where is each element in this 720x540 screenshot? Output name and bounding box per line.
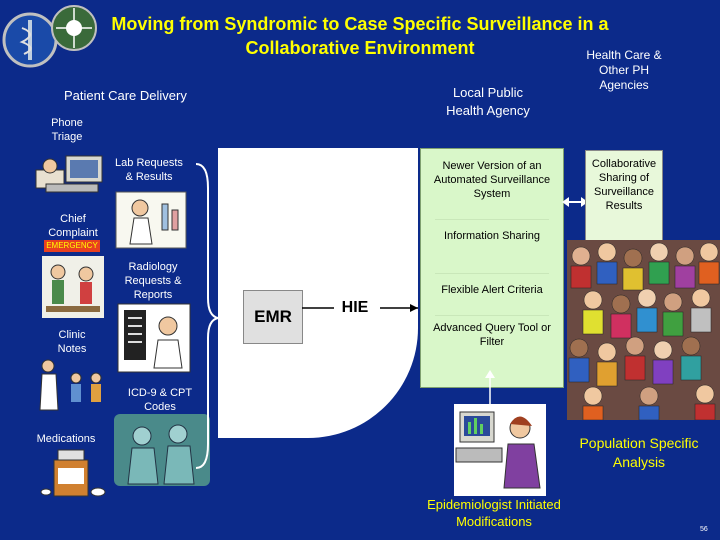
surveillance-system-text: Newer Version of an Automated Surveillan… (433, 160, 551, 200)
hie-full-label: Health Information Exchange (318, 353, 390, 407)
collaborative-sharing-box: Collaborative Sharing of Surveillance Re… (585, 150, 663, 242)
local-agency-label: Local Public Health Agency (446, 85, 530, 118)
radiology-label: Radiology Requests & Reports (124, 261, 182, 301)
pill-bottle-icon (40, 449, 106, 497)
lab-scientist-icon (115, 191, 187, 249)
divider (435, 315, 549, 316)
caduceus-logo (2, 5, 97, 68)
emergency-sign: EMERGENCY (44, 240, 100, 252)
surgeons-icon (114, 414, 210, 486)
query-tool-text: Advanced Query Tool or Filter (433, 322, 551, 348)
flexible-alert-text: Flexible Alert Criteria (441, 284, 543, 296)
upward-arrow (485, 370, 495, 406)
chief-complaint-label: Chief Complaint (48, 213, 98, 239)
health-care-heading: Health Care & Other PH Agencies (586, 48, 662, 92)
phone-triage-label: Phone Triage (51, 117, 83, 143)
epidemiologist-label: Epidemiologist Initiated Modifications (427, 497, 561, 529)
surveillance-system-box: Newer Version of an Automated Surveillan… (420, 148, 564, 388)
medications-label: Medications (36, 433, 96, 445)
computer-icon (454, 404, 546, 496)
radiology-icon (117, 303, 191, 373)
icd9-label: ICD-9 & CPT Codes (127, 387, 193, 413)
clinic-icon (42, 256, 104, 318)
crowd-image (567, 240, 720, 421)
information-sharing-text: Information Sharing (444, 230, 540, 242)
emr-box: EMR (243, 290, 303, 344)
phone-icon (35, 155, 103, 193)
clinic-notes-label: Clinic Notes (57, 329, 87, 355)
population-analysis-label: Population Specific Analysis (579, 435, 699, 470)
patient-care-heading: Patient Care Delivery (64, 88, 187, 103)
hie-arrows (302, 304, 418, 312)
collaborative-sharing-text: Collaborative Sharing of Surveillance Re… (591, 158, 657, 212)
medical-record-label: Medical Record (246, 225, 296, 260)
double-arrow-icon (562, 197, 588, 207)
divider (435, 273, 549, 274)
page-number: 56 (700, 526, 708, 533)
doctor-kids-icon (34, 356, 114, 412)
slide-title: Moving from Syndromic to Case Specific S… (111, 14, 609, 58)
divider (435, 219, 549, 220)
lab-requests-label: Lab Requests & Results (115, 157, 183, 183)
hie-label: HIE (341, 299, 369, 316)
